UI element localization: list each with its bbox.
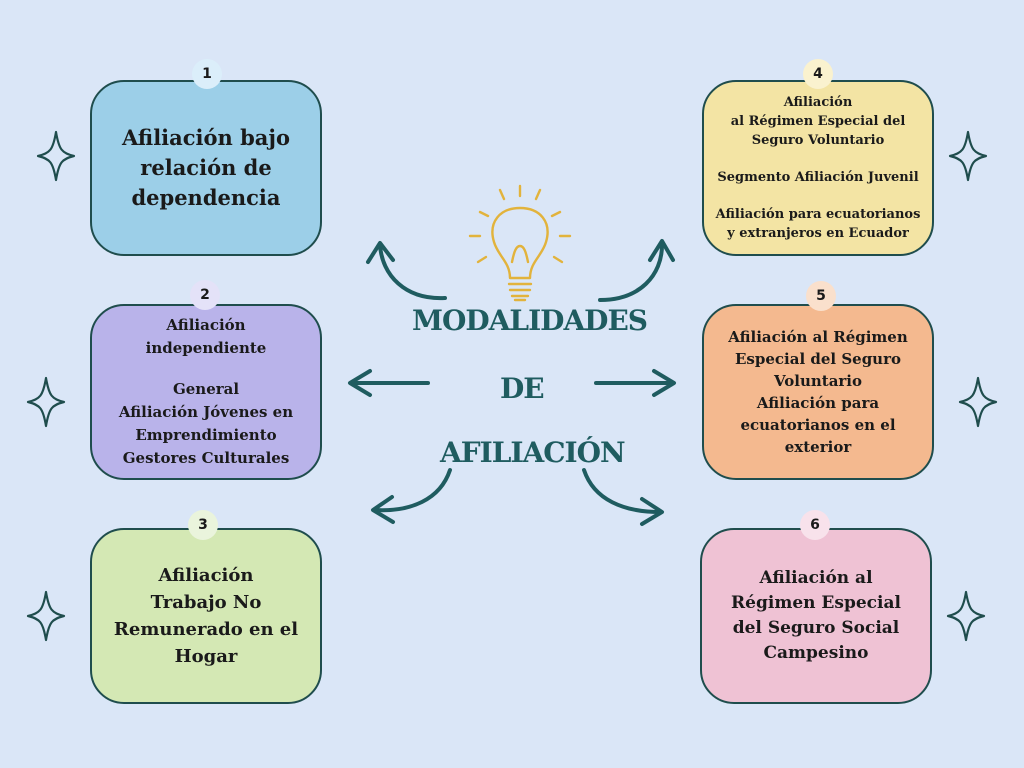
card-text-line: Afiliación <box>783 95 853 110</box>
card-text-line: Hogar <box>174 646 238 667</box>
card-text-line: Afiliación al <box>759 568 873 588</box>
card-text-line: relación de <box>140 155 272 180</box>
card-text-line: Emprendimiento <box>135 426 277 444</box>
card-text-line: Régimen Especial <box>731 593 901 613</box>
card-text-line: y extranjeros en Ecuador <box>727 226 909 241</box>
card-text-line: Seguro Voluntario <box>751 133 885 148</box>
diagram-title-line-1: MODALIDADES <box>412 304 648 337</box>
card-text-line: Afiliación <box>158 565 254 586</box>
card-text-line: del Seguro Social <box>732 618 900 638</box>
card-text-line: Gestores Culturales <box>122 449 290 467</box>
card-text-line: dependencia <box>131 185 281 210</box>
card-5-number-badge: 5 <box>806 281 836 311</box>
card-text-line: Especial del Seguro <box>734 350 901 368</box>
card-1-number-badge: 1 <box>192 59 222 89</box>
sparkle-icon <box>26 376 66 428</box>
card-text-line: Segmento Afiliación Juvenil <box>717 170 919 185</box>
arrow-icon <box>348 239 676 526</box>
card-4-number-badge: 4 <box>803 59 833 89</box>
card-text-line: Campesino <box>763 643 869 663</box>
card-2-number-badge: 2 <box>190 280 220 310</box>
card-text-line: Voluntario <box>773 372 863 390</box>
sparkle-icon <box>958 376 998 428</box>
sparkle-icon <box>26 590 66 642</box>
diagram-title-line-2: DE <box>500 372 545 405</box>
card-text-line: Afiliación para <box>756 394 880 412</box>
sparkle-icon <box>948 130 988 182</box>
card-1-relacion-dependencia: Afiliación bajo relación de dependencia <box>90 80 322 256</box>
diagram-title-line-3: AFILIACIÓN <box>440 436 626 469</box>
card-text-line: Afiliación Jóvenes en <box>118 403 294 421</box>
card-text-line: independiente <box>145 339 267 357</box>
card-text-line: Trabajo No <box>150 592 262 613</box>
lightbulb-icon <box>468 184 572 302</box>
card-text-line: exterior <box>784 438 852 456</box>
card-text-line: Afiliación bajo <box>122 125 290 150</box>
sparkle-icon <box>946 590 986 642</box>
card-text-line: ecuatorianos en el <box>740 416 896 434</box>
card-text-line: Afiliación <box>166 316 246 334</box>
card-text-line: Afiliación al Régimen <box>728 328 908 346</box>
card-3-number-badge: 3 <box>188 510 218 540</box>
sparkle-icon <box>36 130 76 182</box>
card-6-seguro-social-campesino: Afiliación al Régimen Especial del Seguro … <box>700 528 932 704</box>
card-text-line: al Régimen Especial del <box>730 114 906 129</box>
card-text-line: Remunerado en el <box>113 619 299 640</box>
card-6-number-badge: 6 <box>800 510 830 540</box>
card-text-line: Afiliación para ecuatorianos <box>715 207 921 222</box>
card-text-line: General <box>172 380 240 398</box>
